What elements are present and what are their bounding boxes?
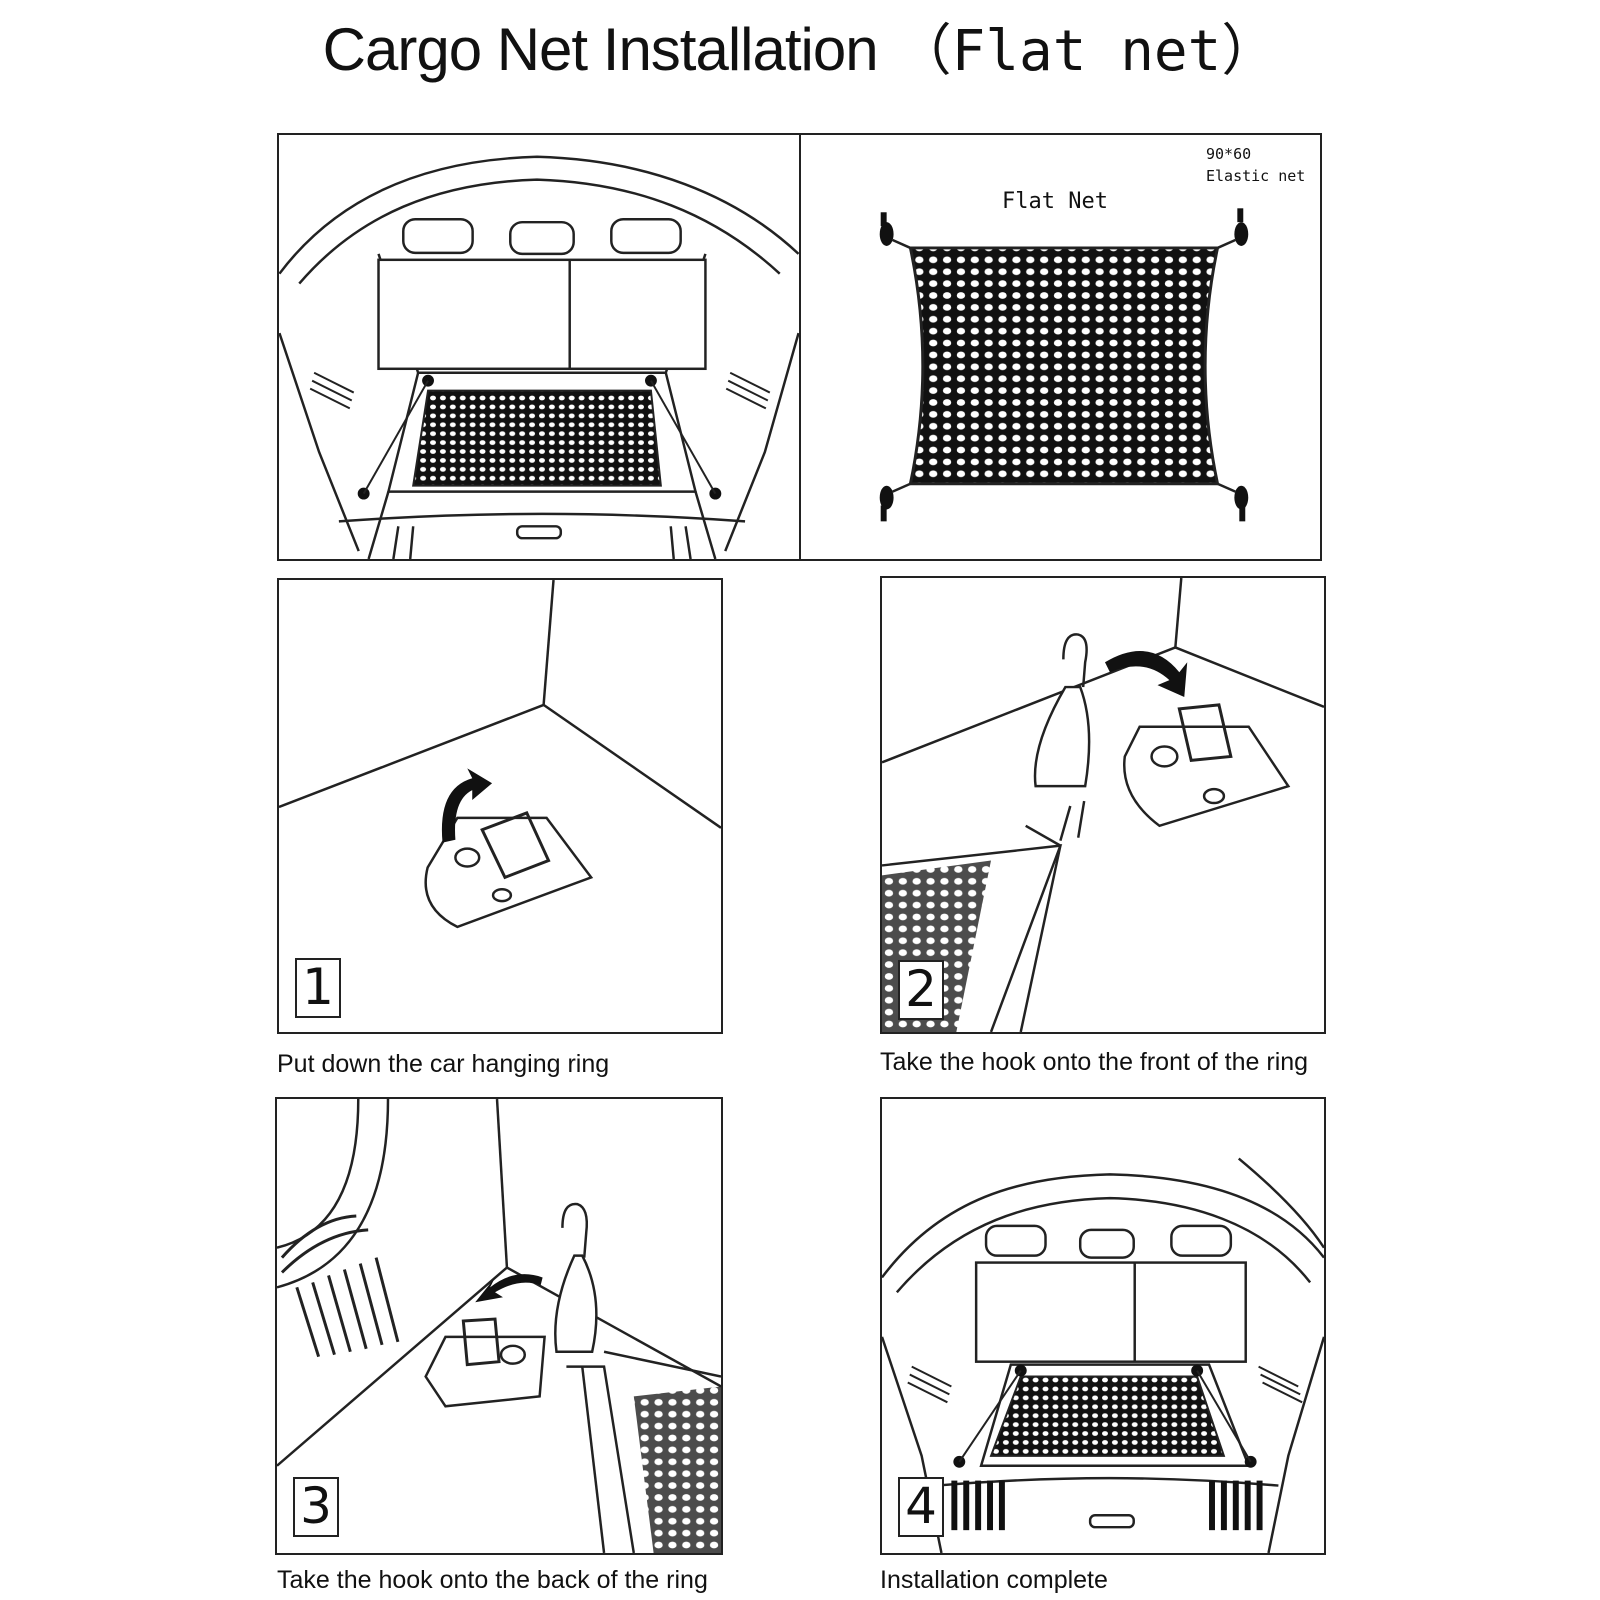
- net-type-label: Elastic net: [1206, 167, 1306, 185]
- step-4-drawing: [882, 1157, 1324, 1553]
- trunk-overview-panel: [277, 133, 801, 561]
- flat-net-label: Flat Net: [1002, 189, 1108, 214]
- step-4-caption: Installation complete: [880, 1566, 1108, 1594]
- step-3-panel: 3: [275, 1097, 723, 1555]
- step-1-number: 1: [295, 958, 341, 1018]
- step-2-caption: Take the hook onto the front of the ring: [880, 1048, 1309, 1076]
- title-sub: （Flat net）: [895, 19, 1278, 84]
- step-1-panel: 1: [277, 578, 723, 1034]
- step-3-number: 3: [293, 1477, 339, 1537]
- flat-net-panel: Flat Net 90*60 Elastic net: [799, 133, 1322, 561]
- net-size-label: 90*60: [1206, 145, 1252, 163]
- step-4-panel: 4: [880, 1097, 1326, 1555]
- step-1-caption: Put down the car hanging ring: [277, 1050, 610, 1078]
- step-2-number: 2: [898, 960, 944, 1020]
- step-1-drawing: [279, 580, 721, 929]
- step-3-drawing: [277, 1099, 721, 1553]
- trunk-overview-drawing: [279, 155, 799, 559]
- title-main: Cargo Net Installation: [322, 16, 879, 83]
- step-4-number: 4: [898, 1477, 944, 1537]
- step-2-panel: 2: [880, 576, 1326, 1034]
- diagram-title: Cargo Net Installation（Flat net）: [0, 6, 1600, 87]
- step-3-caption: Take the hook onto the back of the ring: [277, 1566, 708, 1594]
- flat-net-drawing: [879, 208, 1249, 522]
- step-2-drawing: [882, 578, 1324, 1032]
